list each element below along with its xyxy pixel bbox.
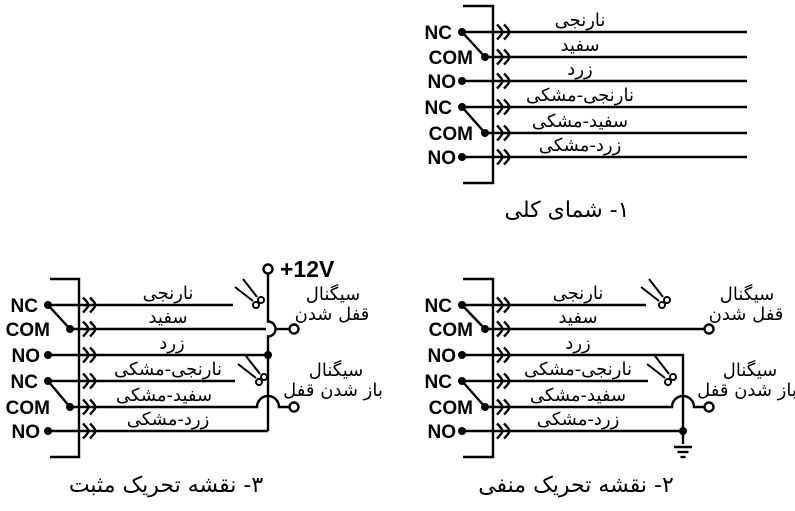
connector-bracket (463, 277, 495, 459)
terminal-dot-com2 (481, 129, 489, 137)
diagram-overall-schematic: NC COM NO NC COM NO نارنجی سفید زرد نارن… (425, 4, 747, 223)
terminal-dot-nc (44, 301, 52, 309)
unlock-signal-label-line2: باز شدن قفل (697, 380, 795, 401)
wire-label-white: سفید (148, 307, 187, 328)
caption-diagram3: ۳- نقشه تحریک مثبت (69, 473, 264, 498)
rail-junction-dot (679, 427, 687, 435)
unlock-signal-terminal (288, 401, 300, 413)
power-rail-12v (266, 273, 277, 431)
scissors-icon (237, 355, 268, 386)
terminal-dot-no2 (458, 153, 466, 161)
terminal-dot-nc2 (44, 377, 52, 385)
terminal-dot-nc (458, 301, 466, 309)
wire-label-white: سفید (558, 307, 597, 328)
wire-label-yellow: زرد (567, 59, 592, 80)
unlock-signal-terminal (703, 401, 715, 413)
wire-label-orange: نارنجی (143, 283, 194, 304)
unlock-signal-label-line1: سیگنال (723, 359, 777, 381)
power-12v-label: +12V (280, 256, 335, 282)
wire-label-white: سفید (560, 35, 599, 56)
terminal-label: COM (6, 398, 50, 419)
terminal-label: NC (11, 372, 39, 393)
caption-diagram1: ۱- شمای کلی (505, 198, 630, 223)
wire-label-white-black: سفید-مشکی (116, 385, 212, 406)
terminal-label: NO (428, 346, 457, 367)
terminal-label: COM (429, 320, 473, 341)
terminal-label: NO (12, 422, 41, 443)
terminal-dot-com2 (481, 403, 489, 411)
unlock-signal-label-line1: سیگنال (309, 359, 363, 381)
ground-icon (672, 445, 694, 459)
terminal-label: NC (425, 296, 453, 317)
wire-label-orange: نارنجی (553, 283, 604, 304)
wire-white-black-hop-to-unlock-terminal (485, 394, 705, 409)
terminal-dot-nc (458, 28, 466, 36)
caption-diagram2: ۲- نقشه تحریک منفی (478, 473, 674, 498)
lock-signal-label-line2: قفل شدن (295, 304, 370, 325)
terminal-label: NC (425, 372, 453, 393)
terminal-dot-nc2 (458, 377, 466, 385)
relay-blade-1 (461, 31, 486, 58)
scissors-icon (640, 278, 671, 309)
relay-blade-2 (461, 106, 486, 134)
diagram-positive-trigger: +12V NC COM NO NC COM NO نارنجی سفید زرد… (6, 256, 383, 498)
terminal-label: COM (429, 48, 473, 69)
terminal-dot-no (44, 351, 52, 359)
terminal-dot-com2 (66, 403, 74, 411)
lock-signal-label-line1: سیگنال (720, 283, 774, 305)
wire-label-yellow-black: زرد-مشکی (539, 135, 622, 156)
scissors-icon (646, 355, 677, 386)
relay-blade-2 (47, 380, 71, 408)
terminal-label: NO (12, 346, 41, 367)
terminal-label: NO (428, 422, 457, 443)
lock-signal-terminal (288, 323, 300, 335)
connector-bracket (50, 277, 81, 459)
terminal-dot-no2 (458, 427, 466, 435)
relay-blade-1 (47, 304, 71, 330)
lock-signal-label-line2: قفل شدن (709, 304, 784, 325)
unlock-signal-label-line2: باز شدن قفل (283, 380, 383, 401)
connector-bracket (463, 4, 495, 185)
terminal-dot-com (481, 325, 489, 333)
scissors-icon (234, 278, 265, 309)
terminal-label: NO (428, 72, 457, 93)
wire-label-white-black: سفید-مشکی (532, 111, 628, 132)
terminal-dot-com (481, 53, 489, 61)
terminal-dot-no (458, 351, 466, 359)
terminal-label: COM (429, 124, 473, 145)
wire-label-orange-black: نارنجی-مشکی (524, 359, 632, 380)
wire-label-white-black: سفید-مشکی (530, 385, 626, 406)
wire-label-yellow-black: زرد-مشکی (537, 409, 620, 430)
relay-blade-2 (461, 380, 486, 408)
terminal-dot-nc2 (458, 103, 466, 111)
wire-label-orange-black: نارنجی-مشکی (526, 85, 634, 106)
terminal-label: NO (428, 148, 457, 169)
diagram-negative-trigger: NC COM NO NC COM NO نارنجی سفید زرد نارن… (425, 277, 795, 498)
terminal-dot-no2 (44, 427, 52, 435)
terminal-label: COM (429, 398, 473, 419)
terminal-label: NC (425, 98, 453, 119)
wire-yellow-to-ground-rail (462, 353, 685, 444)
lock-signal-label-line1: سیگنال (306, 283, 360, 305)
terminal-dot-no (458, 77, 466, 85)
lock-signal-terminal (703, 323, 715, 335)
wire-label-yellow: زرد (565, 333, 590, 354)
power-12v-terminal (262, 263, 274, 275)
wire-label-orange-black: نارنجی-مشکی (114, 359, 222, 380)
terminal-label: COM (6, 320, 50, 341)
wire-label-orange: نارنجی (555, 10, 606, 31)
terminal-label: NC (11, 296, 39, 317)
relay-blade-1 (461, 304, 486, 330)
wire-label-yellow: زرد (159, 333, 184, 354)
wire-label-yellow-black: زرد-مشکی (127, 409, 210, 430)
rail-junction-dot (264, 351, 272, 359)
terminal-dot-com (66, 325, 74, 333)
terminal-label: NC (425, 23, 453, 44)
